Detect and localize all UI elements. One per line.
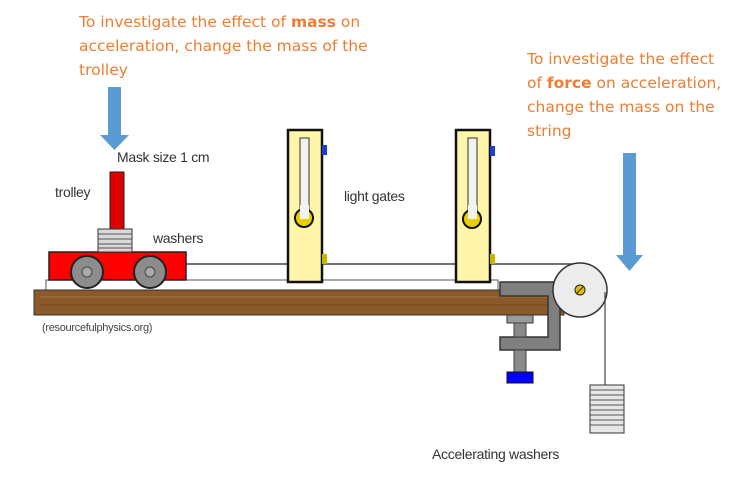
mass-note-line2: acceleration, change the mass of the	[79, 37, 368, 55]
mass-note-line1-end: on	[336, 13, 361, 31]
mask-label: Mask size 1 cm	[117, 149, 210, 165]
track	[45, 279, 499, 291]
wheel-rear	[133, 255, 167, 289]
hanging-washers	[589, 384, 625, 434]
washers-label: washers	[153, 230, 204, 246]
credit-label: (resourcefulphysics.org)	[42, 322, 153, 334]
light-gate-1	[286, 128, 327, 284]
wheel-front	[70, 255, 104, 289]
light-gate-2	[454, 128, 495, 284]
trolley-washers	[97, 228, 133, 253]
mass-note: To investigate the effect of mass on acc…	[79, 10, 368, 82]
force-note-line1: To investigate the effect	[527, 50, 715, 68]
bench	[33, 289, 565, 316]
mass-note-line1: To investigate the effect of	[79, 13, 291, 31]
mass-note-line3: trolley	[79, 61, 128, 79]
force-note: To investigate the effect of force on ac…	[527, 47, 721, 143]
pulley	[552, 262, 608, 318]
force-note-line2-end: on acceleration,	[591, 74, 722, 92]
force-note-line2: of	[527, 74, 547, 92]
mass-note-bold: mass	[290, 13, 336, 31]
force-note-line3: change the mass on the	[527, 98, 715, 116]
force-note-bold: force	[546, 74, 592, 92]
arrow-down-icon	[100, 87, 129, 150]
trolley-label: trolley	[55, 184, 91, 200]
accelerating-washers-label: Accelerating washers	[432, 446, 560, 462]
light-gates-label: light gates	[344, 188, 405, 204]
mask	[109, 171, 125, 231]
force-note-line4: string	[527, 122, 572, 140]
arrow-down-icon	[616, 153, 643, 271]
